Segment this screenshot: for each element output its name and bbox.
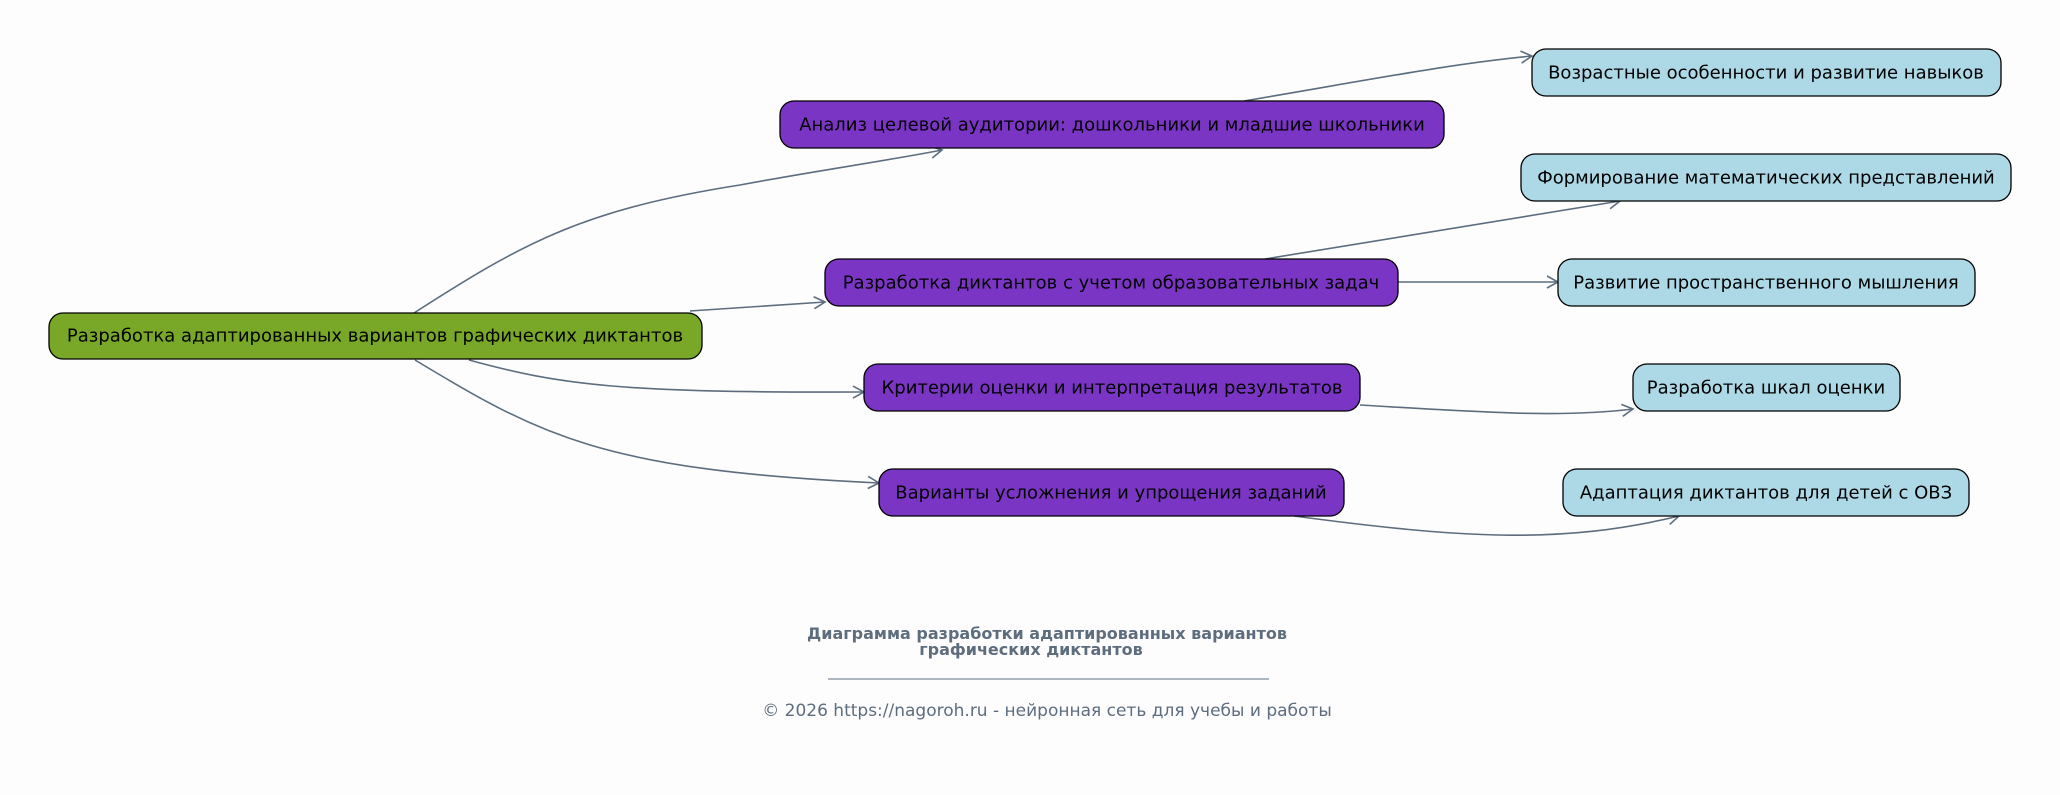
- branch-label: Варианты усложнения и упрощения заданий: [895, 483, 1326, 504]
- leaf-label: Разработка шкал оценки: [1647, 378, 1885, 399]
- edge-criteria-to-scales: [1359, 403, 1635, 417]
- edge-root-to-criteria: [468, 359, 866, 399]
- copyright-text: © 2026 https://nagoroh.ru - нейронная се…: [762, 701, 1332, 721]
- root-node-label: Разработка адаптированных вариантов граф…: [67, 326, 683, 347]
- diagram-title-line2: графических диктантов: [919, 640, 1142, 659]
- edge-development-to-math: [1264, 196, 1622, 260]
- leaf-label: Адаптация диктантов для детей с ОВЗ: [1580, 483, 1952, 504]
- edge-root-to-development: [689, 296, 827, 312]
- leaf-node-spatial[interactable]: Развитие пространственного мышления: [1557, 258, 1976, 307]
- branch-node-development[interactable]: Разработка диктантов с учетом образовате…: [824, 258, 1399, 307]
- edge-root-to-variants: [414, 359, 881, 490]
- leaf-label: Возрастные особенности и развитие навыко…: [1548, 63, 1984, 84]
- branch-node-variants[interactable]: Варианты усложнения и упрощения заданий: [878, 468, 1345, 517]
- branch-node-criteria[interactable]: Критерии оценки и интерпретация результа…: [863, 363, 1361, 412]
- branch-label: Анализ целевой аудитории: дошкольники и …: [799, 115, 1425, 136]
- leaf-node-math[interactable]: Формирование математических представлени…: [1520, 153, 2012, 202]
- leaf-node-adaptation[interactable]: Адаптация диктантов для детей с ОВЗ: [1562, 468, 1970, 517]
- edge-variants-to-adaptation: [1293, 511, 1681, 536]
- branch-label: Разработка диктантов с учетом образовате…: [843, 273, 1380, 294]
- branch-label: Критерии оценки и интерпретация результа…: [881, 378, 1342, 399]
- edge-root-to-audience: [413, 145, 944, 314]
- leaf-node-scales[interactable]: Разработка шкал оценки: [1632, 363, 1901, 412]
- leaf-label: Формирование математических представлени…: [1537, 168, 1995, 189]
- root-node[interactable]: Разработка адаптированных вариантов граф…: [48, 312, 703, 360]
- leaf-label: Развитие пространственного мышления: [1573, 273, 1959, 294]
- leaf-node-age[interactable]: Возрастные особенности и развитие навыко…: [1531, 48, 2002, 97]
- branch-node-audience[interactable]: Анализ целевой аудитории: дошкольники и …: [779, 100, 1445, 149]
- diagram-title-line1: Диаграмма разработки адаптированных вари…: [807, 624, 1287, 643]
- edge-audience-to-age: [1243, 50, 1534, 102]
